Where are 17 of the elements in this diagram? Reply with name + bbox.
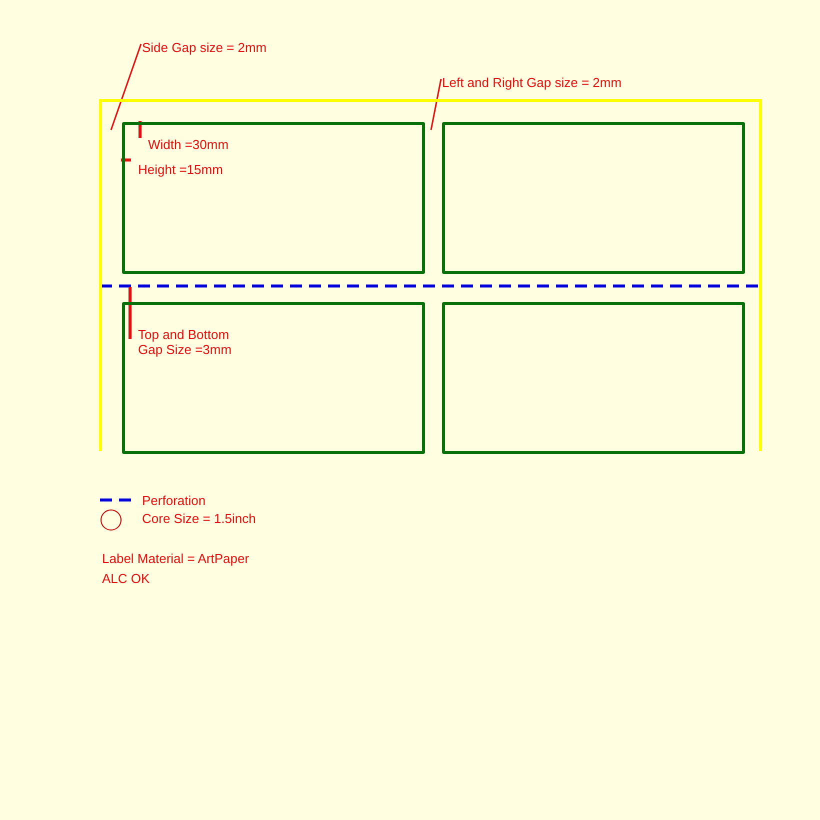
leader-line [138, 121, 142, 138]
legend-text: Core Size = 1.5inch [142, 511, 256, 526]
label-outline [442, 302, 745, 454]
label-outline [122, 302, 425, 454]
callout-text: Height =15mm [138, 162, 233, 177]
callout-text: Side Gap size = 2mm [142, 40, 282, 55]
label-outline [122, 122, 425, 274]
callout-text: Width =30mm [148, 137, 238, 152]
legend-text: Perforation [142, 493, 206, 508]
leader-line [121, 158, 131, 162]
note-text: Label Material = ArtPaper [102, 551, 250, 566]
label-roll-outline [99, 99, 762, 451]
callout-text: Left and Right Gap size = 2mm [442, 75, 642, 90]
note-text: ALC OK [102, 571, 150, 586]
label-outline [442, 122, 745, 274]
callout-text: Top and Bottom Gap Size =3mm [138, 327, 248, 357]
leader-line [128, 287, 132, 339]
